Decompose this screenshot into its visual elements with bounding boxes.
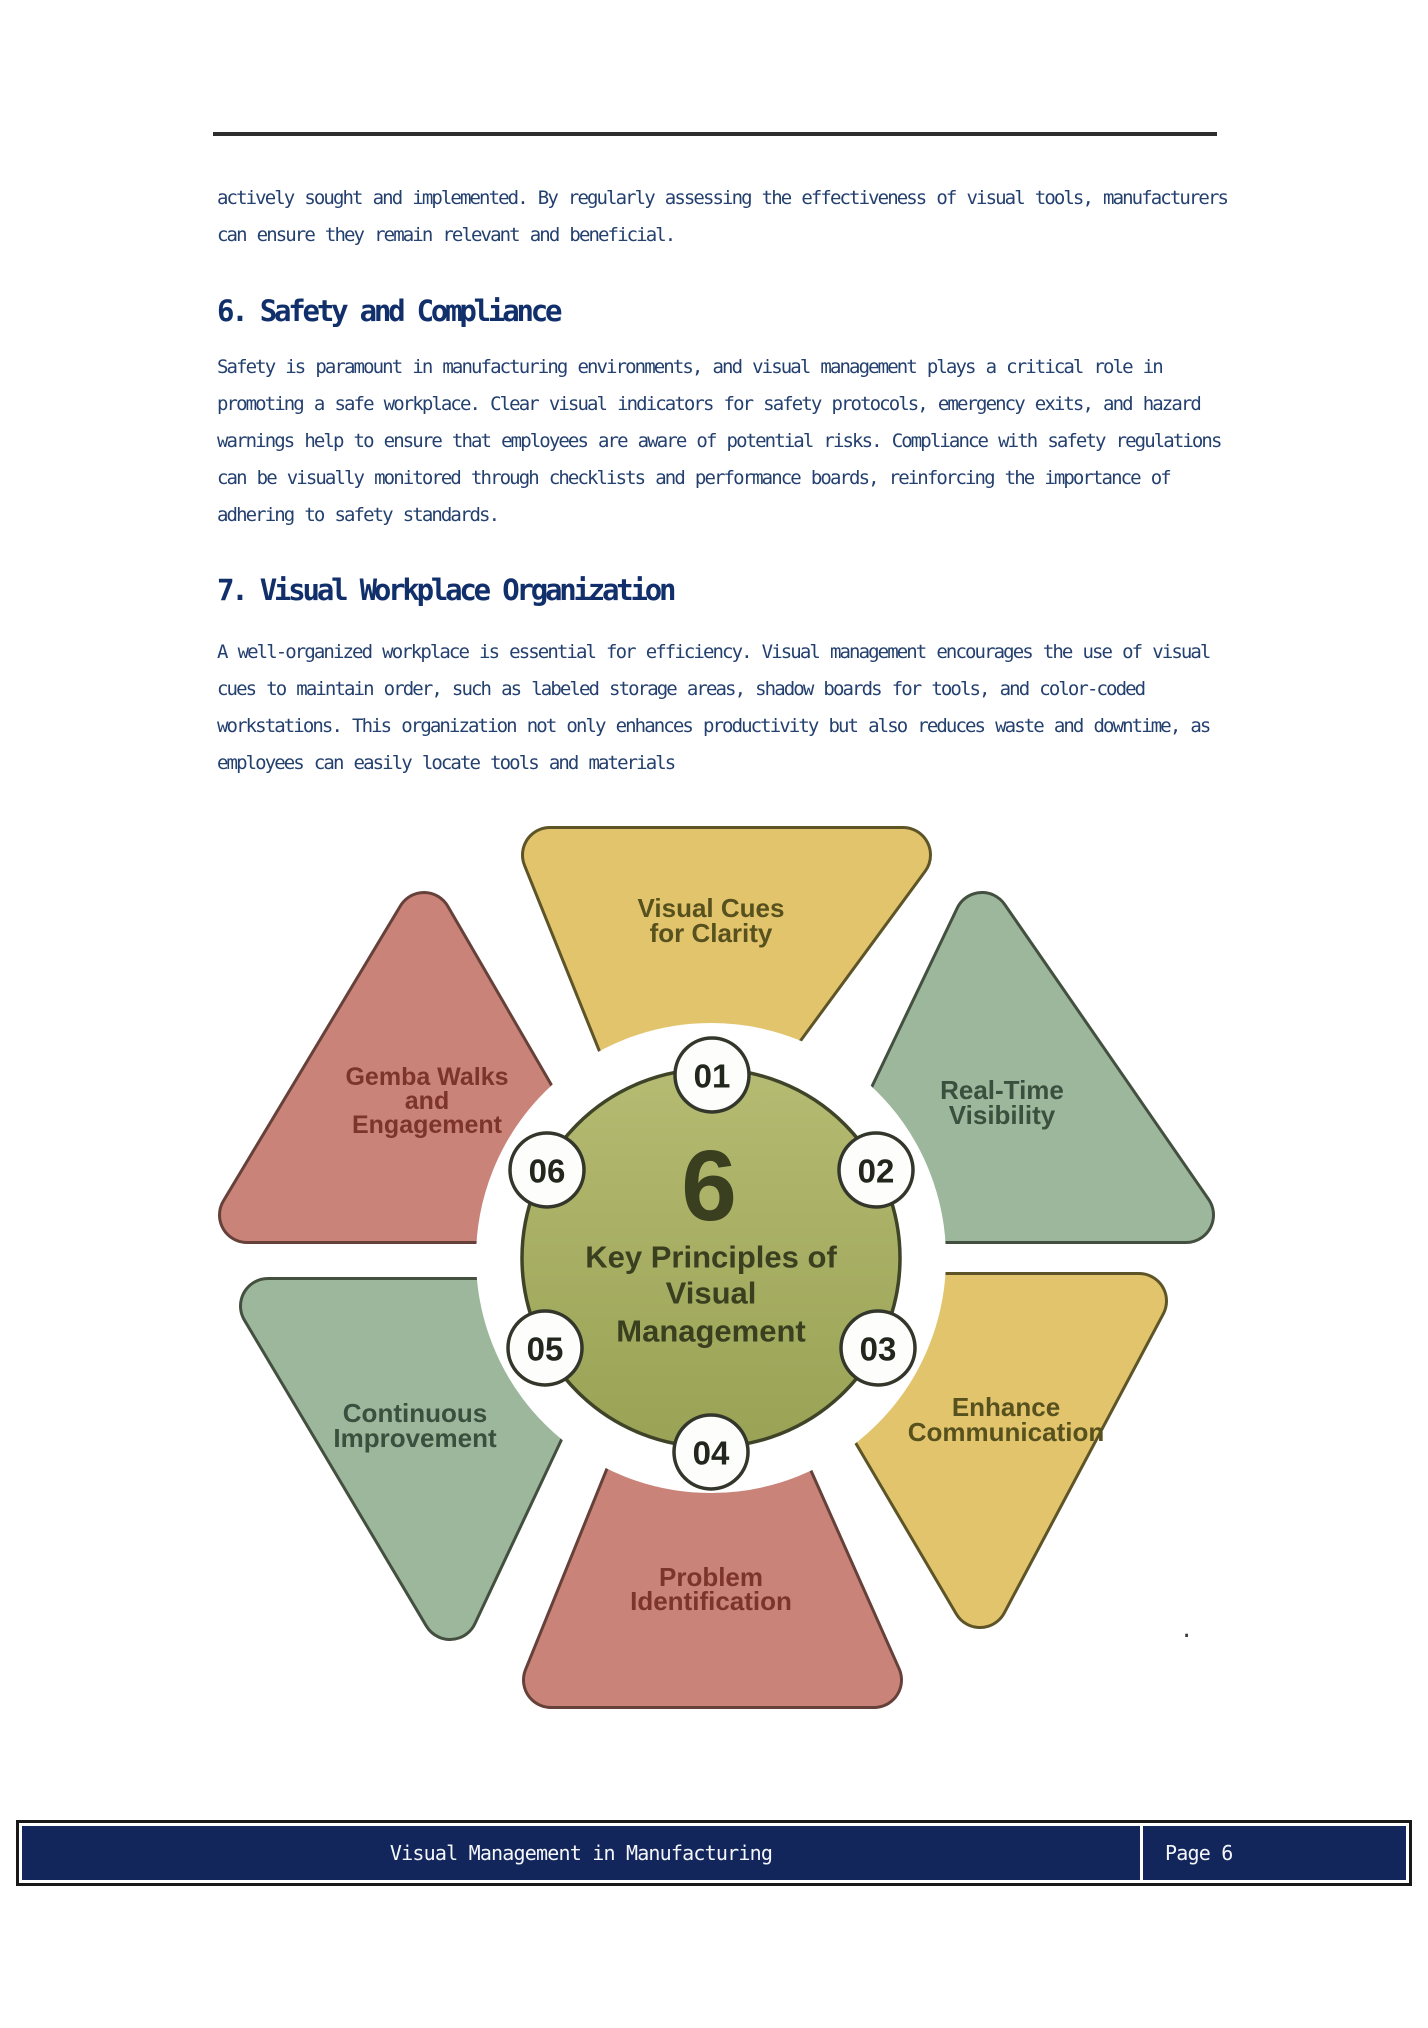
svg-text:Improvement: Improvement: [333, 1423, 497, 1453]
top-rule: [213, 132, 1217, 136]
number-badge-05: 05: [506, 1309, 584, 1387]
section-heading-safety-compliance: 6. Safety and Compliance: [217, 294, 562, 328]
petal-label-enhance-communication: Enhance Communication: [908, 1392, 1104, 1447]
number-badge-01: 01: [673, 1036, 751, 1114]
hub-title-line3: Management: [616, 1314, 805, 1349]
petal-label-visual-cues: Visual Cues for Clarity: [638, 893, 785, 948]
footer-page-number: Page 6: [1165, 1841, 1233, 1865]
svg-text:02: 02: [858, 1153, 895, 1190]
svg-text:and: and: [405, 1087, 449, 1115]
svg-text:01: 01: [694, 1058, 731, 1095]
page-footer: Visual Management in Manufacturing Page …: [16, 1820, 1412, 1886]
svg-text:for Clarity: for Clarity: [650, 918, 773, 948]
number-badge-04: 04: [672, 1413, 750, 1491]
svg-text:05: 05: [527, 1331, 564, 1368]
footer-page-box: Page 6: [1140, 1826, 1406, 1880]
number-badge-02: 02: [837, 1131, 915, 1209]
svg-text:Engagement: Engagement: [352, 1111, 503, 1139]
petal-label-continuous-improvement: Continuous Improvement: [333, 1398, 497, 1453]
intro-paragraph: actively sought and implemented. By regu…: [217, 187, 1229, 246]
hub-title-line1: Key Principles of: [585, 1240, 837, 1275]
svg-text:Gemba Walks: Gemba Walks: [345, 1063, 508, 1091]
hub-number: 6: [681, 1130, 737, 1242]
number-badge-06: 06: [508, 1131, 586, 1209]
svg-text:Visibility: Visibility: [949, 1100, 1056, 1130]
svg-text:Problem: Problem: [659, 1562, 763, 1592]
petal-label-gemba-walks: Gemba Walks and Engagement: [345, 1063, 508, 1139]
section-heading-visual-workplace: 7. Visual Workplace Organization: [217, 573, 677, 607]
number-badge-03: 03: [839, 1309, 917, 1387]
svg-text:06: 06: [529, 1153, 566, 1190]
petal-label-problem-identification: Problem Identification: [630, 1562, 792, 1616]
petal-real-time-visibility: [812, 891, 1215, 1244]
svg-text:03: 03: [860, 1331, 897, 1368]
stray-period: .: [1180, 1618, 1194, 1643]
svg-text:04: 04: [693, 1435, 730, 1472]
section-body-visual-workplace: A well-organized workplace is essential …: [217, 641, 1211, 774]
petal-label-real-time-visibility: Real-Time Visibility: [940, 1075, 1064, 1130]
footer-title: Visual Management in Manufacturing: [389, 1841, 773, 1865]
svg-text:Continuous: Continuous: [343, 1398, 487, 1428]
svg-text:Identification: Identification: [630, 1586, 792, 1616]
section-body-safety-compliance: Safety is paramount in manufacturing env…: [217, 356, 1222, 526]
petal-visual-cues: [521, 826, 932, 1194]
svg-text:Enhance: Enhance: [952, 1392, 1060, 1422]
svg-text:Real-Time: Real-Time: [940, 1075, 1064, 1105]
svg-text:Communication: Communication: [908, 1417, 1104, 1447]
hub-title-line2: Visual: [666, 1276, 757, 1311]
svg-text:Visual Cues: Visual Cues: [638, 893, 785, 923]
